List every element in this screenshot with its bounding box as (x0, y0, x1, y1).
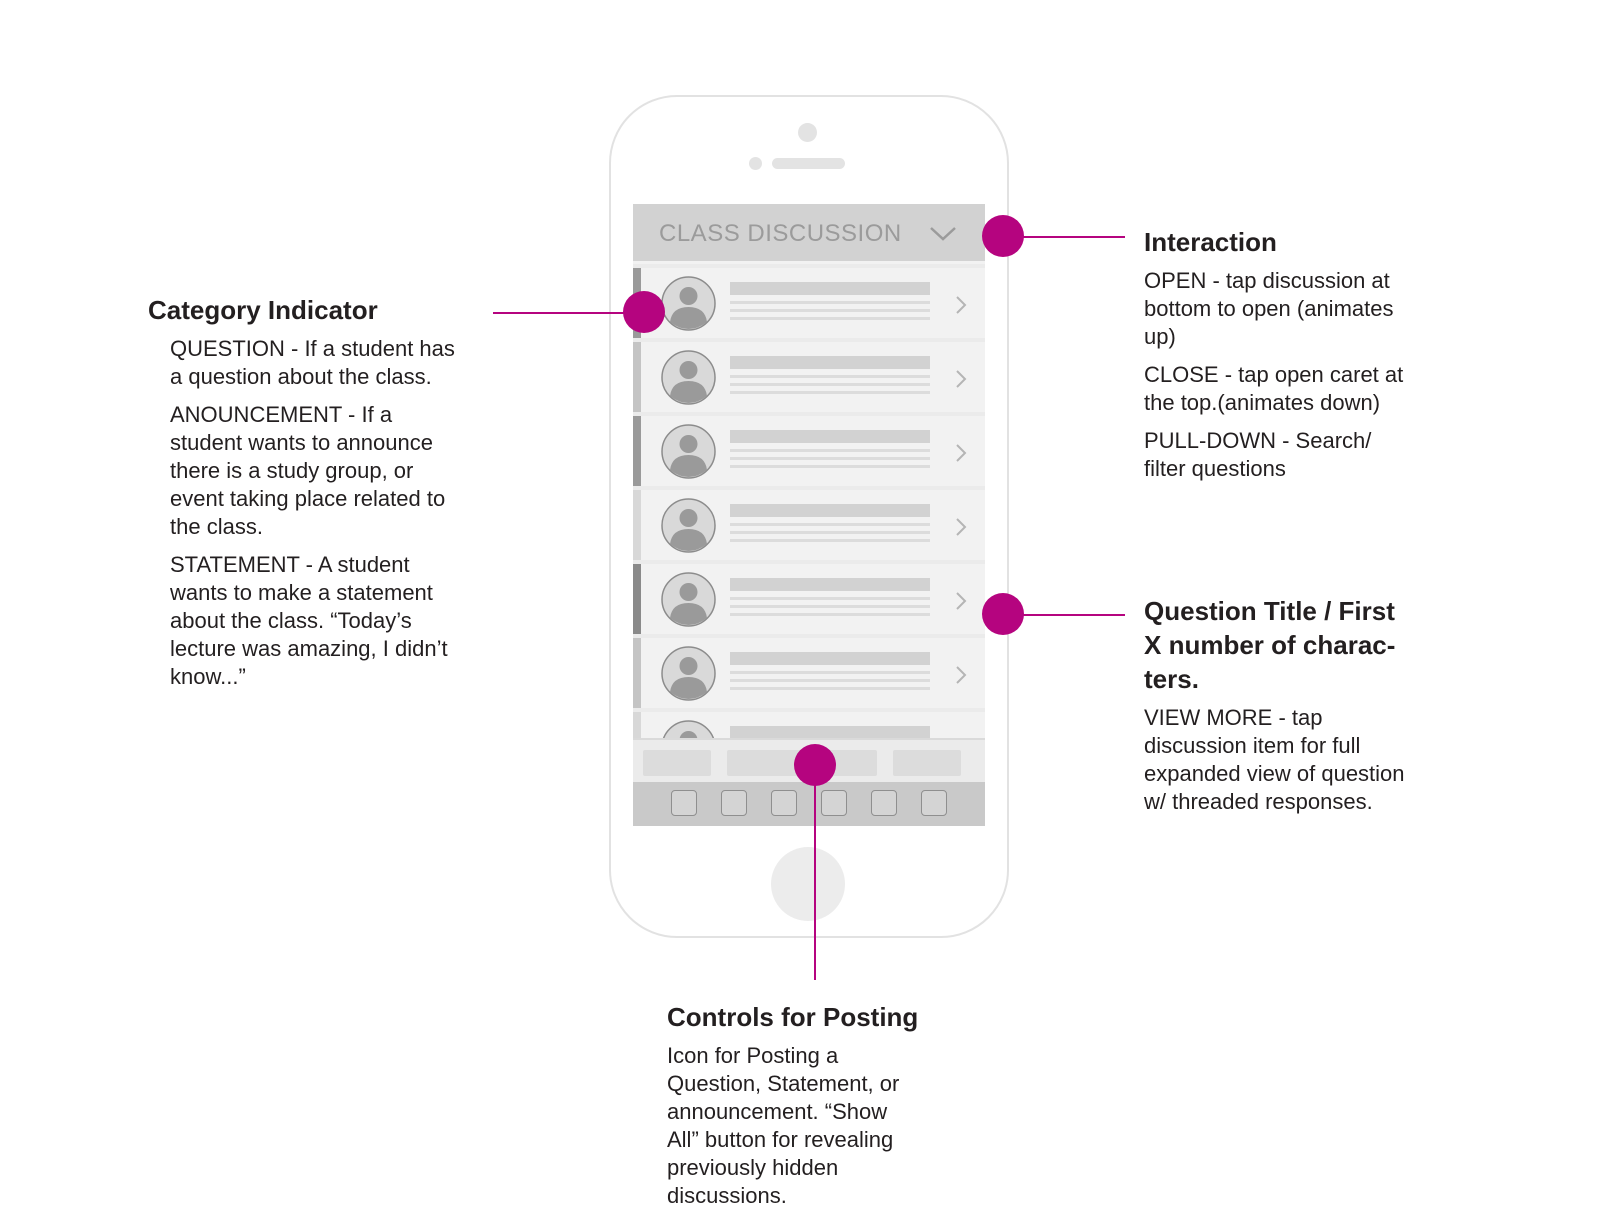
title-placeholder (730, 504, 930, 517)
text-placeholder (730, 605, 930, 608)
interaction-heading: Interaction (1144, 227, 1277, 257)
user-avatar-icon (661, 646, 716, 701)
text-placeholder (730, 597, 930, 600)
discussion-header[interactable]: CLASS DISCUSSION (633, 204, 985, 264)
controls-annotation: Controls for Posting Icon for Posting a … (667, 1000, 997, 1220)
interaction-connector-line (1003, 236, 1125, 238)
text-placeholder (730, 465, 930, 468)
category-indicator (633, 564, 641, 634)
chevron-right-icon[interactable] (955, 369, 967, 389)
text-placeholder (730, 301, 930, 304)
text-placeholder (730, 613, 930, 616)
title-placeholder (730, 726, 930, 739)
text-placeholder (730, 679, 930, 682)
interaction-annotation: Interaction OPEN - tap discussion at bot… (1144, 225, 1484, 493)
title-placeholder (730, 652, 930, 665)
category-indicator (633, 638, 641, 708)
toolbar-icon[interactable] (671, 790, 697, 816)
text-placeholder (730, 531, 930, 534)
toolbar-icon[interactable] (921, 790, 947, 816)
home-button[interactable] (771, 847, 845, 921)
question-title-annotation: Question Title / First X number of chara… (1144, 594, 1484, 826)
category-indicator (633, 416, 641, 486)
user-avatar-icon (661, 276, 716, 331)
user-avatar-icon (661, 424, 716, 479)
question-title-marker-dot (982, 593, 1024, 635)
category-marker-dot (623, 291, 665, 333)
category-statement-text: STATEMENT - A student wants to make a st… (170, 552, 448, 689)
chevron-down-icon[interactable] (929, 226, 957, 242)
controls-heading: Controls for Posting (667, 1002, 919, 1032)
interaction-close-text: CLOSE - tap open caret at the top.(anima… (1144, 362, 1404, 415)
discussion-item[interactable] (633, 342, 985, 412)
question-title-heading: Question Title / First X number of chara… (1144, 596, 1396, 694)
interaction-pulldown-text: PULL-DOWN - Search/ filter questions (1144, 428, 1372, 481)
text-placeholder (730, 687, 930, 690)
interaction-marker-dot (982, 215, 1024, 257)
category-connector-line (493, 312, 641, 314)
discussion-item[interactable] (633, 490, 985, 560)
phone-screen: CLASS DISCUSSION (633, 204, 985, 826)
toolbar-icon[interactable] (821, 790, 847, 816)
text-placeholder (730, 391, 930, 394)
category-annotation: Category Indicator QUESTION - If a stude… (148, 293, 538, 701)
title-placeholder (730, 282, 930, 295)
chevron-right-icon[interactable] (955, 591, 967, 611)
interaction-open-text: OPEN - tap discussion at bottom to open … (1144, 268, 1394, 349)
phone-sensor (749, 157, 762, 170)
phone-speaker (772, 158, 845, 169)
category-indicator (633, 342, 641, 412)
category-question-text: QUESTION - If a student has a question a… (170, 336, 455, 389)
discussion-item[interactable] (633, 416, 985, 486)
text-placeholder (730, 457, 930, 460)
controls-description-text: Icon for Posting a Question, Statement, … (667, 1043, 900, 1208)
user-avatar-icon (661, 350, 716, 405)
category-heading: Category Indicator (148, 295, 378, 325)
screen-title: CLASS DISCUSSION (659, 220, 902, 247)
discussion-item[interactable] (633, 268, 985, 338)
user-avatar-icon (661, 498, 716, 553)
text-placeholder (730, 539, 930, 542)
text-placeholder (730, 383, 930, 386)
discussion-item[interactable] (633, 564, 985, 634)
question-title-viewmore-text: VIEW MORE - tap discussion item for full… (1144, 705, 1405, 814)
text-placeholder (730, 671, 930, 674)
icon-toolbar (633, 782, 985, 826)
user-avatar-icon (661, 572, 716, 627)
chevron-right-icon[interactable] (955, 443, 967, 463)
text-placeholder (730, 449, 930, 452)
title-placeholder (730, 356, 930, 369)
discussion-item[interactable] (633, 638, 985, 708)
toolbar-icon[interactable] (771, 790, 797, 816)
chevron-right-icon[interactable] (955, 517, 967, 537)
chevron-right-icon[interactable] (955, 665, 967, 685)
question-title-connector-line (1003, 614, 1125, 616)
chevron-right-icon[interactable] (955, 295, 967, 315)
phone-camera (798, 123, 817, 142)
text-placeholder (730, 375, 930, 378)
text-placeholder (730, 317, 930, 320)
toolbar-icon[interactable] (721, 790, 747, 816)
controls-marker-dot (794, 744, 836, 786)
post-question-button[interactable] (643, 750, 711, 776)
category-indicator (633, 490, 641, 560)
text-placeholder (730, 523, 930, 526)
title-placeholder (730, 578, 930, 591)
text-placeholder (730, 309, 930, 312)
category-announcement-text: ANOUNCEMENT - If a student wants to anno… (170, 402, 446, 539)
show-all-button[interactable] (893, 750, 961, 776)
title-placeholder (730, 430, 930, 443)
toolbar-icon[interactable] (871, 790, 897, 816)
controls-connector-line (814, 765, 816, 980)
